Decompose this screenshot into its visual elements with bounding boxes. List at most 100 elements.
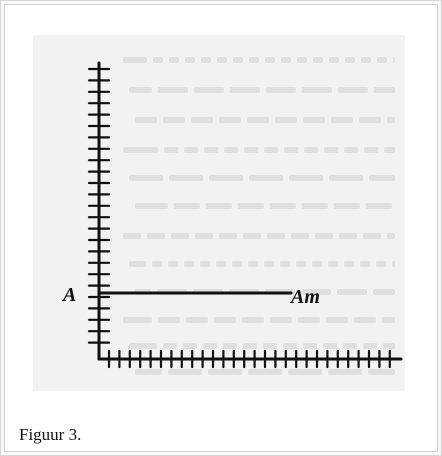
figure-caption: Figuur 3. bbox=[19, 425, 82, 444]
bleed-word bbox=[373, 289, 395, 295]
bleed-word bbox=[283, 343, 297, 349]
bleed-word bbox=[191, 117, 213, 123]
bleed-word bbox=[376, 261, 386, 267]
bleed-word bbox=[129, 261, 146, 267]
bleed-word bbox=[224, 147, 238, 153]
bleed-word bbox=[217, 57, 227, 63]
bleed-word bbox=[123, 233, 141, 239]
bleed-word bbox=[223, 343, 237, 349]
bleed-word bbox=[163, 343, 177, 349]
bleed-word bbox=[219, 117, 241, 123]
bleed-word bbox=[289, 175, 323, 181]
bleed-word bbox=[208, 369, 242, 375]
axes bbox=[97, 61, 403, 361]
bleed-word bbox=[374, 87, 395, 93]
bleed-word bbox=[326, 317, 348, 323]
bleed-word bbox=[232, 261, 242, 267]
bleed-word bbox=[359, 117, 381, 123]
bleed-word bbox=[329, 57, 339, 63]
bleed-word bbox=[270, 203, 296, 209]
bleed-word bbox=[387, 233, 395, 239]
bleed-word bbox=[171, 233, 189, 239]
bleed-word bbox=[363, 343, 377, 349]
bleed-word bbox=[243, 343, 257, 349]
bleed-word bbox=[270, 317, 292, 323]
bleed-word bbox=[364, 147, 378, 153]
bleed-word bbox=[392, 261, 395, 267]
bleed-word bbox=[384, 147, 395, 153]
bleed-word bbox=[280, 261, 290, 267]
bleed-word bbox=[312, 261, 322, 267]
bleed-word bbox=[219, 233, 237, 239]
label-a: A bbox=[61, 284, 76, 306]
bleed-word bbox=[383, 343, 395, 349]
bleed-word bbox=[169, 175, 203, 181]
bleed-word bbox=[304, 147, 318, 153]
bleed-word bbox=[334, 203, 360, 209]
bleed-word bbox=[152, 261, 162, 267]
bleed-word bbox=[204, 147, 218, 153]
bleed-word bbox=[230, 87, 260, 93]
bleed-word bbox=[168, 369, 202, 375]
bleed-word bbox=[216, 261, 226, 267]
bleed-word bbox=[361, 57, 371, 63]
bleed-word bbox=[302, 203, 328, 209]
bleed-word bbox=[135, 117, 157, 123]
bleed-word bbox=[129, 343, 157, 349]
bleed-word bbox=[184, 147, 198, 153]
bleed-word bbox=[153, 57, 163, 63]
bleed-word bbox=[249, 57, 259, 63]
tick-marks bbox=[87, 67, 391, 369]
bleed-word bbox=[298, 317, 320, 323]
bleed-word bbox=[242, 317, 264, 323]
bleed-word bbox=[323, 343, 337, 349]
bleed-word bbox=[337, 289, 367, 295]
bleed-word bbox=[164, 147, 178, 153]
bleed-word bbox=[238, 203, 264, 209]
bleed-word bbox=[264, 147, 278, 153]
bleed-word bbox=[233, 57, 243, 63]
scanned-figure: A Am bbox=[33, 35, 405, 391]
bleed-word bbox=[369, 175, 395, 181]
bleed-word bbox=[243, 233, 261, 239]
bleed-word bbox=[331, 117, 353, 123]
bleed-word bbox=[123, 147, 158, 153]
bleed-word bbox=[123, 57, 147, 63]
bleed-word bbox=[184, 261, 194, 267]
bleed-word bbox=[200, 261, 210, 267]
bleed-word bbox=[248, 261, 258, 267]
bleed-word bbox=[329, 175, 363, 181]
bleed-word bbox=[366, 203, 392, 209]
figure-thumbnail: A Am Figuur 3. bbox=[4, 4, 438, 452]
bleed-word bbox=[168, 261, 178, 267]
bleed-word bbox=[275, 117, 297, 123]
bleed-word bbox=[301, 289, 331, 295]
bleed-word bbox=[158, 87, 188, 93]
bleed-word bbox=[266, 87, 296, 93]
bleed-word bbox=[302, 87, 332, 93]
bleed-word bbox=[209, 175, 243, 181]
bleed-word bbox=[324, 147, 338, 153]
bleed-word bbox=[264, 261, 274, 267]
bleed-word bbox=[377, 57, 387, 63]
bleed-word bbox=[339, 233, 357, 239]
bleed-word bbox=[387, 117, 395, 123]
bleed-word bbox=[129, 175, 163, 181]
bleed-word bbox=[123, 317, 152, 323]
bleed-word bbox=[195, 233, 213, 239]
bleed-word bbox=[303, 343, 317, 349]
bleed-word bbox=[194, 87, 224, 93]
bleed-word bbox=[135, 203, 168, 209]
bleed-word bbox=[281, 57, 291, 63]
bleed-word bbox=[129, 87, 152, 93]
bleed-word bbox=[186, 317, 208, 323]
bleed-word bbox=[249, 175, 283, 181]
bleed-word bbox=[393, 57, 395, 63]
bleed-word bbox=[284, 147, 298, 153]
bleed-word bbox=[244, 147, 258, 153]
bleed-word bbox=[368, 369, 395, 375]
bleed-word bbox=[303, 117, 325, 123]
bleed-word bbox=[169, 57, 179, 63]
bleed-word bbox=[248, 369, 282, 375]
